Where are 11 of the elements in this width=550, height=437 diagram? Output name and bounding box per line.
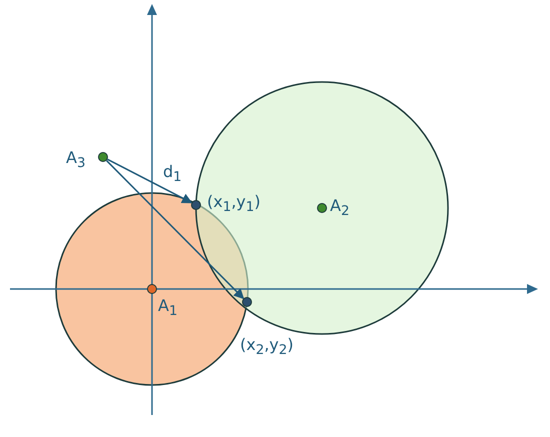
point-marker: [191, 200, 201, 210]
point-marker: [317, 203, 327, 213]
point-label: A$_{3}$: [66, 150, 86, 171]
point-label: A$_{1}$: [158, 298, 178, 319]
arrow: [106, 160, 244, 300]
point-label: (x$_{1}$,y$_{1}$): [207, 194, 260, 215]
point-marker: [98, 152, 108, 162]
point-label: (x$_{2}$,y$_{2}$): [240, 337, 294, 358]
point-label: A$_{2}$: [330, 198, 350, 219]
arrow: [107, 158, 192, 204]
point-marker: [242, 297, 252, 307]
